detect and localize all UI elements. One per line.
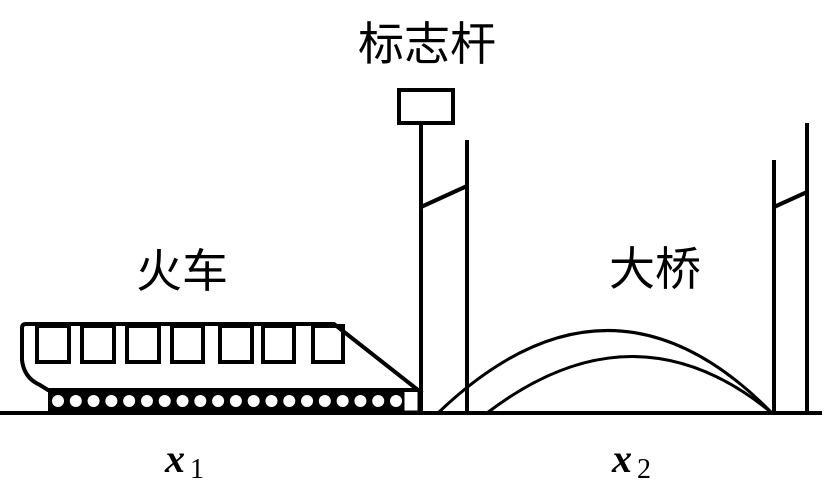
bridge-brace <box>420 184 468 209</box>
x2-label: x 2 <box>611 436 651 485</box>
train-wheel <box>354 395 367 407</box>
train-wheel <box>336 395 349 407</box>
train-wheel <box>105 395 118 407</box>
train-wheel <box>123 395 136 407</box>
bridge-label: 大桥 <box>609 242 701 296</box>
train-wheel <box>265 395 278 407</box>
sign-box <box>397 88 455 125</box>
train-wheel <box>176 395 189 407</box>
train-window <box>218 324 254 364</box>
train-window <box>261 324 296 364</box>
x1-label: x 1 <box>164 436 204 485</box>
x2-subscript: 2 <box>637 454 651 485</box>
bridge-left-tower <box>420 140 469 413</box>
train-window <box>35 324 71 364</box>
train-window <box>80 324 116 364</box>
train-wheel <box>69 395 82 407</box>
x2-variable: x <box>611 436 632 481</box>
train-wheel <box>390 395 402 407</box>
train-bumper <box>401 388 421 414</box>
train-wheel <box>212 395 225 407</box>
train-wheel <box>229 395 242 407</box>
train-window <box>170 324 205 364</box>
train-wheel <box>283 395 296 407</box>
x1-subscript: 1 <box>190 454 204 485</box>
train-wheel <box>247 395 260 407</box>
train-label: 火车 <box>136 244 228 298</box>
train-body <box>20 322 424 392</box>
train-window <box>125 324 161 364</box>
train-wheel <box>318 395 331 407</box>
bridge-arch-inner <box>486 355 773 415</box>
bridge-right-tower <box>772 123 809 413</box>
pole-label: 标志杆 <box>358 17 496 71</box>
signpost <box>397 88 455 413</box>
train-wheel <box>301 395 314 407</box>
train-undercarriage <box>48 390 403 412</box>
train-wheel <box>87 395 100 407</box>
train-wheel <box>194 395 207 407</box>
bridge-brace <box>773 190 808 209</box>
train-wheel <box>372 395 385 407</box>
train-wheel <box>140 395 153 407</box>
bridge-arch-outer <box>436 329 774 415</box>
train <box>20 322 424 414</box>
train-wheel <box>158 395 171 407</box>
train-wheel <box>52 395 64 407</box>
x1-variable: x <box>164 436 185 481</box>
train-window <box>311 324 345 364</box>
